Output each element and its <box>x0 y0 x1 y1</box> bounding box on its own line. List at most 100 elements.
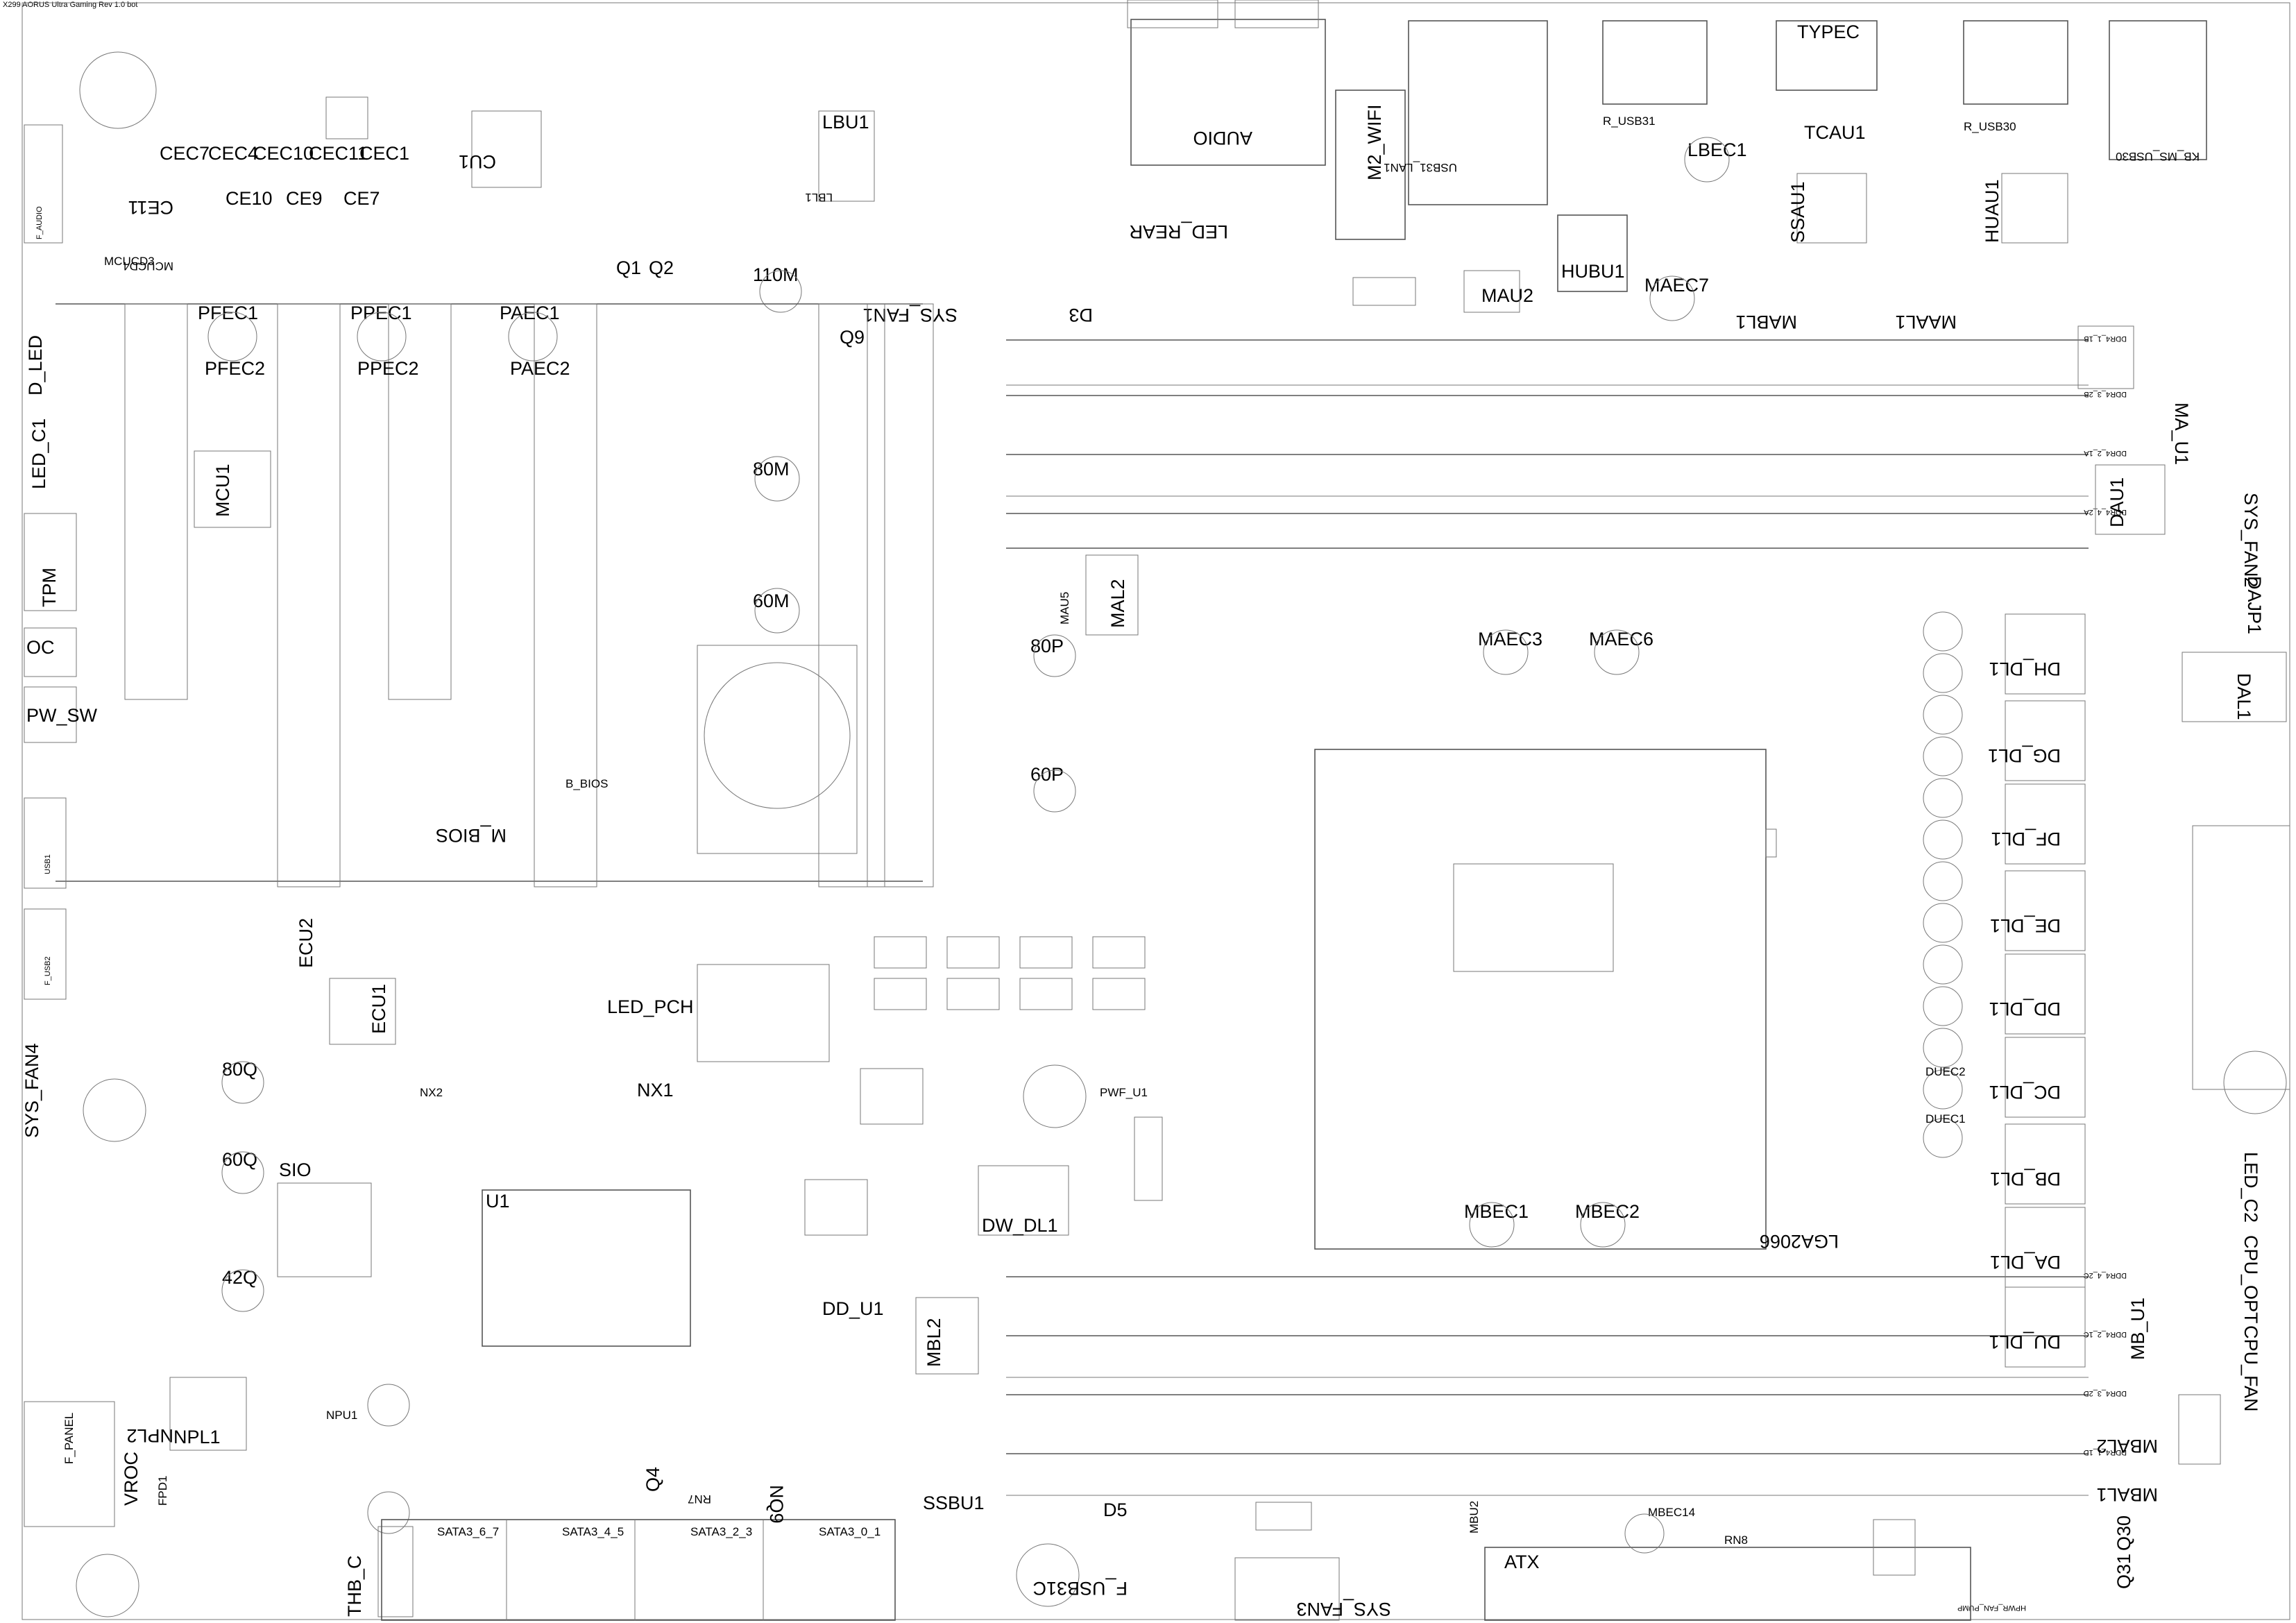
b-bios-label: B_BIOS <box>566 777 608 790</box>
dg-dl1-label: DG_DL1 <box>1988 745 2061 766</box>
r-usb31-label: R_USB31 <box>1603 114 1656 128</box>
mosfet-6 <box>946 978 1000 1010</box>
vrm-cap-11 <box>1923 1028 1963 1068</box>
pcie-slot-3 <box>388 303 452 700</box>
pfec-cap <box>207 312 257 362</box>
thb-cap <box>367 1491 410 1534</box>
smd-cluster-7 <box>1134 1116 1163 1201</box>
file-caption: X299 AORUS Ultra Gaming Rev 1.0 bot <box>3 1 137 9</box>
sata-block-outline <box>381 1519 896 1621</box>
dh-dl1-label: DH_DL1 <box>1989 658 2061 679</box>
vrm-cap-2 <box>1923 653 1963 693</box>
m2-wifi-label: M2_WIFI <box>1364 104 1385 180</box>
thb-c-label: THB_C <box>344 1555 365 1617</box>
ssau1-label: SSAU1 <box>1787 181 1808 243</box>
f-audio-outline <box>24 124 63 244</box>
dh-dl1-outline <box>2005 613 2086 695</box>
oc-outline <box>24 627 77 677</box>
dal1-outline <box>2182 652 2287 722</box>
lga2066-label: LGA2066 <box>1760 1231 1839 1252</box>
sys-fan4-cap <box>83 1078 146 1142</box>
mal2-label: MAL2 <box>1107 579 1128 628</box>
ddr4-2-1c-label: DDR4_2_1C <box>2084 1330 2127 1339</box>
cpu-opt-label: CPU_OPT <box>2240 1235 2261 1324</box>
mcu1-label: MCU1 <box>212 464 233 517</box>
mbec14-cap <box>1624 1513 1665 1554</box>
bios-battery-holder <box>697 645 858 854</box>
usb31-lan1-outline <box>1408 20 1548 205</box>
de-dl1-outline <box>2005 870 2086 951</box>
sata3-4-5-label: SATA3_4_5 <box>562 1525 624 1538</box>
d3-label: D3 <box>1069 305 1093 325</box>
mcucd4-label: MCUCD4 <box>123 260 173 273</box>
smd-cluster-4 <box>2077 325 2134 389</box>
q30-label: Q30 <box>2114 1515 2134 1551</box>
r-usb30-label: R_USB30 <box>1964 120 2016 133</box>
pw-sw-label: PW_SW <box>26 705 98 726</box>
q1-label: Q1 <box>616 257 641 278</box>
usb31-lan1-label: USB31_LAN1 <box>1384 161 1457 174</box>
df-dl1-label: DF_DL1 <box>1991 829 2061 849</box>
de-dl1-label: DE_DL1 <box>1990 915 2061 936</box>
maec7-cap <box>1649 275 1695 321</box>
top-left-capacitors: CEC7 CEC4 CEC10 CEC11 CEC1 CE11 CE10 CE9… <box>79 51 542 218</box>
npl2-label: NPL2 <box>126 1425 173 1446</box>
q31-label: Q31 <box>2114 1554 2134 1589</box>
sys-fan3-label: SYS_FAN3 <box>1296 1599 1391 1620</box>
ecu2-label: ECU2 <box>296 918 316 968</box>
dau1-outline <box>2095 464 2166 535</box>
vrm-cap-3 <box>1923 695 1963 735</box>
mosfet-2 <box>946 936 1000 969</box>
mbec2-cap <box>1580 1202 1626 1248</box>
huau1-outline <box>2001 173 2068 244</box>
bottom-connectors: THB_C SATA3_6_7 SATA3_4_5 SATA3_2_3 SATA… <box>344 1467 1971 1621</box>
smd-cluster-1 <box>325 96 368 139</box>
cec4-label: CEC4 <box>208 143 258 164</box>
paec2-label: PAEC2 <box>510 358 570 379</box>
d-led-label: D_LED <box>25 335 46 396</box>
ppec-cap <box>357 312 407 362</box>
led-c1-label: LED_C1 <box>28 418 49 489</box>
socket-cap-array <box>1453 863 1614 972</box>
dd-u1-label: DD_U1 <box>822 1298 884 1319</box>
r-usb31-outline <box>1602 20 1708 105</box>
mau5-label: MAU5 <box>1058 592 1071 624</box>
paec-cap <box>508 312 558 362</box>
pcie-slot-2 <box>277 303 341 887</box>
lbl1-label: LBL1 <box>805 191 833 204</box>
c110m-label: 110M <box>753 264 799 285</box>
c60p-label: 60P <box>1030 764 1064 785</box>
mosfet-4 <box>1092 936 1146 969</box>
kb-ms-usb30-label: KB_MS_USB30 <box>2116 150 2200 163</box>
sata3-6-7-label: SATA3_6_7 <box>437 1525 499 1538</box>
atx-label: ATX <box>1504 1552 1540 1572</box>
dc-dl1-label: DC_DL1 <box>1989 1082 2061 1103</box>
mosfet-3 <box>1019 936 1073 969</box>
hubu1-outline <box>1557 214 1628 292</box>
f-usb31c-label: F_USB31C <box>1032 1578 1128 1599</box>
smd-cluster-10 <box>1255 1502 1312 1531</box>
c60p-cap <box>1033 770 1076 813</box>
dw-dl1-outline <box>978 1165 1069 1236</box>
ddr4-4-2a-label: DDR4_4_2A <box>2084 508 2127 516</box>
led-c2-cap <box>2223 1051 2287 1114</box>
u1-outline <box>482 1189 691 1347</box>
vrm-capacitors: DUEC2 DUEC1 <box>1923 611 1966 1158</box>
audio-label: AUDIO <box>1193 128 1252 148</box>
dal1-label: DAL1 <box>2234 673 2254 720</box>
dw-dl1-label: DW_DL1 <box>982 1215 1058 1236</box>
ce10-label: CE10 <box>226 188 273 209</box>
q4-label: Q4 <box>643 1467 663 1492</box>
db-dl1-label: DB_DL1 <box>1990 1169 2061 1189</box>
fpd1-label: FPD1 <box>156 1476 169 1506</box>
vrm-cap-5 <box>1923 778 1963 818</box>
f-usb2-label: F_USB2 <box>44 956 52 985</box>
tpm-label: TPM <box>39 568 60 607</box>
maec7-label: MAEC7 <box>1644 275 1709 296</box>
thb-c-outline <box>377 1526 414 1617</box>
tcau1-label: TCAU1 <box>1804 122 1866 143</box>
sio-outline <box>277 1182 372 1277</box>
hubu1-label: HUBU1 <box>1561 261 1625 282</box>
ssau1-outline <box>1796 173 1867 244</box>
pcie-slot-1 <box>124 303 188 700</box>
